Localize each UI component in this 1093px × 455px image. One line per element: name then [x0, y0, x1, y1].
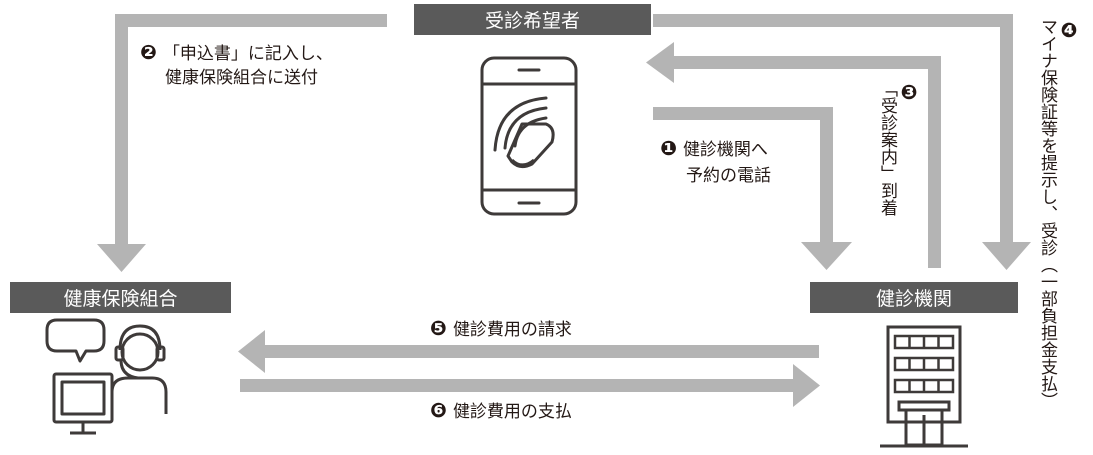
step3-number: ❸	[897, 80, 921, 104]
step1-line1: 健診機関へ	[682, 140, 768, 160]
arrow-billing	[238, 330, 819, 373]
arrow-institution-to-applicant	[646, 42, 941, 268]
step2-line2: 健康保険組合に送付	[165, 68, 318, 88]
arrow-applicant-to-union	[97, 14, 387, 272]
node-health-insurance-union: 健康保険組合	[10, 282, 231, 313]
step5-text: 健診費用の請求	[452, 320, 572, 340]
node-medical-institution: 健診機関	[810, 282, 1018, 313]
step3-line1: 「受診案内」	[877, 80, 897, 182]
step2-line1: 「申込書」に記入し、	[162, 44, 333, 64]
step6-text: 健診費用の支払	[452, 402, 572, 422]
step1-line2: 予約の電話	[686, 166, 771, 186]
step2-number: ❷	[140, 40, 157, 64]
operator-computer-icon	[45, 318, 168, 435]
step3-line2: 到着	[877, 182, 897, 216]
step4-number: ❹	[1057, 18, 1081, 42]
step2-label: ❷「申込書」に記入し、	[140, 40, 333, 67]
step5-number: ❺	[430, 316, 447, 340]
arrow-payment	[240, 364, 820, 407]
arrow-applicant-visit-institution	[653, 14, 1031, 270]
step3-label: ❸「受診案内」到着	[876, 80, 921, 216]
step1-number: ❶	[660, 136, 677, 160]
smartphone-call-icon	[480, 56, 578, 216]
building-icon	[880, 325, 968, 448]
node-applicant: 受診希望者	[414, 4, 651, 35]
step6-number: ❻	[430, 398, 447, 422]
step4-line2: 受診（一部負担金支払）	[1037, 222, 1057, 409]
arrow-applicant-to-institution-call	[653, 107, 852, 270]
step4-line1: マイナ保険証等を提示し、	[1037, 18, 1057, 222]
